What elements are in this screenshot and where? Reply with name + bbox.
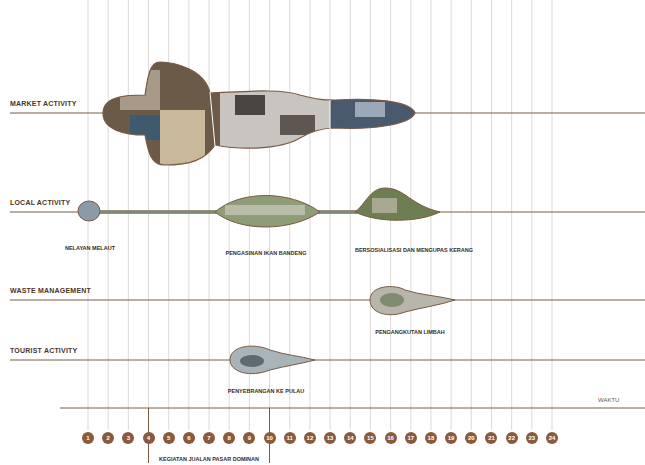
- row-title: LOCAL ACTIVITY: [10, 199, 70, 206]
- grid-line: [471, 0, 472, 430]
- hour-number: 4: [147, 435, 150, 441]
- hour-circle: 7: [203, 432, 215, 444]
- hour-number: 21: [488, 435, 495, 441]
- hour-circle: 4: [143, 432, 155, 444]
- hour-number: 10: [266, 435, 273, 441]
- hour-circle: 5: [163, 432, 175, 444]
- grid-line: [451, 0, 452, 430]
- hour-circle: 16: [385, 432, 397, 444]
- hour-number: 2: [107, 435, 110, 441]
- hour-circle: 2: [102, 432, 114, 444]
- hour-circle: 22: [506, 432, 518, 444]
- hour-circle: 9: [243, 432, 255, 444]
- grid-line: [108, 0, 109, 430]
- grid-line: [491, 0, 492, 430]
- activity-label: PENGANGKUTAN LIMBAH: [373, 320, 447, 338]
- hour-number: 17: [407, 435, 414, 441]
- hour-circle: 12: [304, 432, 316, 444]
- hour-circle: 23: [526, 432, 538, 444]
- activity-label: PENGASINAN IKAN BANDENG: [224, 241, 309, 259]
- hour-circle: 8: [223, 432, 235, 444]
- hour-number: 7: [207, 435, 210, 441]
- hour-number: 11: [287, 435, 293, 441]
- grid-line: [511, 0, 512, 430]
- hour-number: 19: [448, 435, 455, 441]
- hour-circle: 24: [546, 432, 558, 444]
- grid-line: [128, 0, 129, 430]
- axis-title: WAKTU: [598, 397, 619, 403]
- hour-number: 1: [86, 435, 89, 441]
- grid-line: [188, 0, 189, 430]
- hour-number: 12: [307, 435, 314, 441]
- activity-text: PENYEBRANGAN KE PULAU: [228, 388, 304, 394]
- grid-line: [330, 0, 331, 430]
- hour-circle: 3: [122, 432, 134, 444]
- activity-text: NELAYAN MELAUT: [65, 245, 115, 251]
- hour-circle: 19: [445, 432, 457, 444]
- activity-text: BERSOSIALISASI DAN MENGUPAS KERANG: [355, 247, 473, 253]
- hour-circle: 18: [425, 432, 437, 444]
- hour-number: 16: [387, 435, 394, 441]
- hour-number: 14: [347, 435, 354, 441]
- hour-circle: 1: [82, 432, 94, 444]
- grid-line: [531, 0, 532, 430]
- hour-number: 9: [248, 435, 251, 441]
- bracket-note: KEGIATAN JUALAN PASAR DOMINAN: [159, 456, 259, 462]
- hour-number: 23: [528, 435, 535, 441]
- hour-circle: 15: [364, 432, 376, 444]
- hour-number: 3: [127, 435, 130, 441]
- hour-number: 15: [367, 435, 374, 441]
- hour-circle: 20: [465, 432, 477, 444]
- grid-line: [148, 0, 149, 430]
- activity-label: BERSOSIALISASI DAN MENGUPAS KERANG: [353, 238, 475, 256]
- grid-line: [552, 0, 553, 430]
- grid-line: [350, 0, 351, 430]
- hour-circle: 11: [284, 432, 296, 444]
- row-title: MARKET ACTIVITY: [10, 100, 77, 107]
- hour-number: 5: [167, 435, 170, 441]
- hour-number: 13: [327, 435, 334, 441]
- activity-label: PENYEBRANGAN KE PULAU: [226, 379, 306, 397]
- hour-circle: 21: [485, 432, 497, 444]
- activity-label: NELAYAN MELAUT: [63, 236, 117, 254]
- row-title: TOURIST ACTIVITY: [10, 347, 77, 354]
- hour-circle: 13: [324, 432, 336, 444]
- hour-circle: 17: [405, 432, 417, 444]
- hour-circle: 6: [183, 432, 195, 444]
- row-title: WASTE MANAGEMENT: [10, 287, 91, 294]
- hour-number: 6: [187, 435, 190, 441]
- hour-number: 20: [468, 435, 475, 441]
- grid-line: [209, 0, 210, 430]
- hour-circle: 14: [344, 432, 356, 444]
- hour-number: 24: [549, 435, 556, 441]
- hour-number: 8: [228, 435, 231, 441]
- activity-text: PENGANGKUTAN LIMBAH: [375, 329, 445, 335]
- hour-number: 22: [508, 435, 515, 441]
- hour-circle: 10: [264, 432, 276, 444]
- activity-text: PENGASINAN IKAN BANDENG: [226, 250, 307, 256]
- hour-number: 18: [428, 435, 435, 441]
